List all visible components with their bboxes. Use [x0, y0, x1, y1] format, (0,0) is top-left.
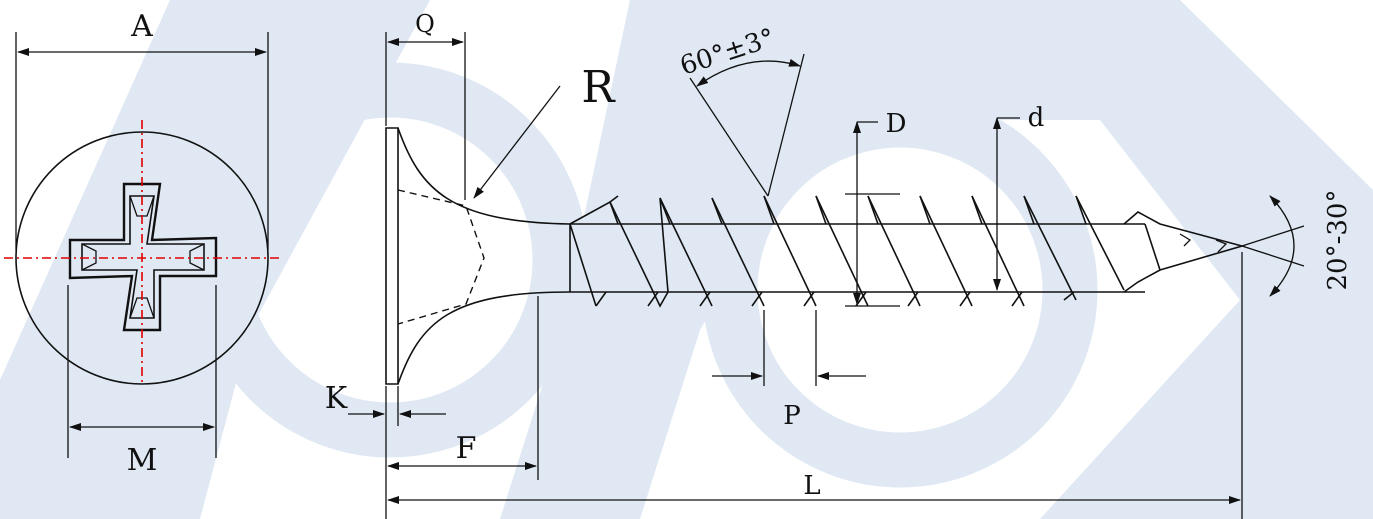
- label-A: A: [130, 9, 153, 44]
- dimension-d: d: [993, 103, 1045, 291]
- dimension-F: F: [385, 296, 539, 519]
- dimension-D: D: [845, 109, 907, 307]
- head-top-view: [4, 120, 282, 385]
- dimension-M: M: [67, 285, 217, 478]
- label-R: R: [581, 62, 616, 113]
- dimension-R: R: [473, 62, 616, 199]
- dimension-K: K: [325, 381, 446, 426]
- label-Q: Q: [415, 10, 435, 38]
- label-M: M: [127, 443, 158, 478]
- label-F: F: [456, 431, 477, 466]
- dimension-P: P: [712, 310, 866, 431]
- label-tip-angle: 20°-30°: [1323, 190, 1353, 291]
- label-D: D: [886, 109, 907, 139]
- label-P: P: [783, 401, 801, 431]
- dimension-tip-angle: 20°-30°: [1241, 190, 1353, 297]
- label-K: K: [325, 381, 348, 416]
- label-d: d: [1028, 103, 1045, 133]
- dimension-L: L: [387, 252, 1243, 519]
- dimension-A: A: [15, 9, 269, 250]
- dimension-Q: Q: [385, 10, 466, 200]
- label-L: L: [803, 471, 820, 501]
